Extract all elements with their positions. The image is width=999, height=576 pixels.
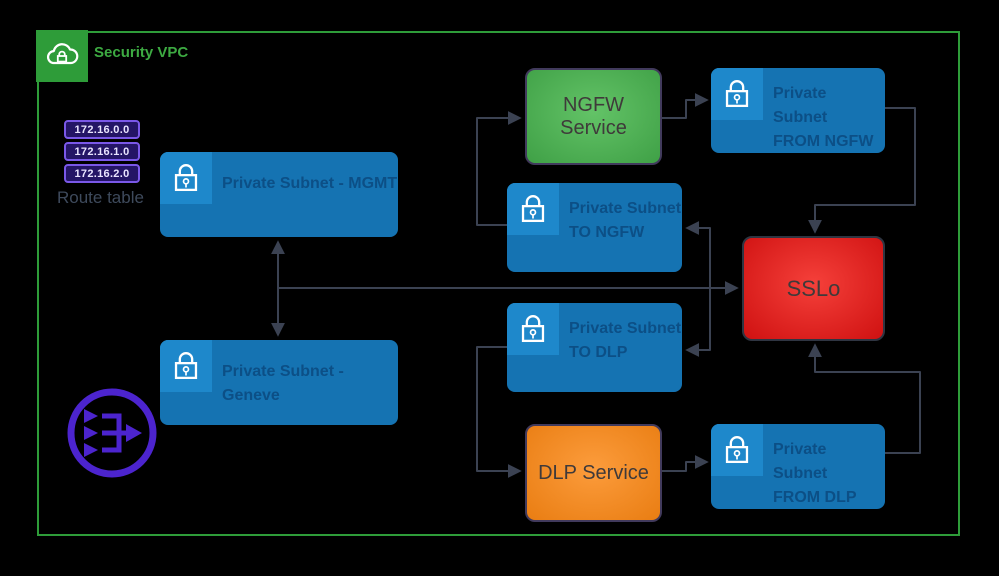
node-private-subnet-to-dlp: Private Subnet TO DLP	[507, 303, 682, 392]
node-label: Private Subnet FROM DLP	[773, 438, 885, 510]
route-table-entry: 172.16.2.0	[64, 164, 140, 183]
label-line: FROM DLP	[773, 489, 857, 506]
node-ngfw-service: NGFW Service	[525, 68, 662, 165]
lock-icon	[711, 68, 763, 120]
node-private-subnet-from-ngfw: Private Subnet FROM NGFW	[711, 68, 885, 153]
route-table-entry: 172.16.1.0	[64, 142, 140, 161]
transit-gateway-icon	[62, 383, 162, 483]
vpc-cloud-lock-icon	[36, 30, 88, 82]
node-private-subnet-from-dlp: Private Subnet FROM DLP	[711, 424, 885, 509]
node-label: Private Subnet FROM NGFW	[773, 82, 885, 154]
node-label: SSLo	[786, 275, 841, 301]
lock-icon	[160, 340, 212, 392]
label-line: FROM NGFW	[773, 133, 874, 150]
route-table-label: Route table	[57, 188, 144, 207]
node-label: Private Subnet TO NGFW	[569, 197, 681, 245]
label-line: Private Subnet	[569, 320, 682, 337]
label-line: TO DLP	[569, 344, 628, 361]
label-line: Private Subnet	[773, 85, 828, 126]
vpc-title: Security VPC	[94, 44, 189, 61]
node-label: Private Subnet TO DLP	[569, 317, 681, 365]
lock-icon	[160, 152, 212, 204]
label-line: Private Subnet	[569, 200, 682, 217]
security-vpc-boundary	[37, 31, 960, 536]
lock-icon	[507, 303, 559, 355]
label-line: Private Subnet	[773, 441, 828, 482]
node-label: DLP Service	[538, 461, 649, 484]
label-line: TO NGFW	[569, 224, 645, 241]
node-private-subnet-to-ngfw: Private Subnet TO NGFW	[507, 183, 682, 272]
route-table-entry: 172.16.0.0	[64, 120, 140, 139]
lock-icon	[507, 183, 559, 235]
node-private-subnet-geneve: Private Subnet - Geneve	[160, 340, 398, 425]
lock-icon	[711, 424, 763, 476]
node-label: NGFW Service	[560, 93, 627, 139]
node-sslo: SSLo	[742, 236, 885, 341]
node-dlp-service: DLP Service	[525, 424, 662, 522]
node-label: Private Subnet - MGMT	[222, 175, 398, 192]
node-label: Private Subnet - Geneve	[222, 363, 344, 404]
node-private-subnet-mgmt: Private Subnet - MGMT	[160, 152, 398, 237]
